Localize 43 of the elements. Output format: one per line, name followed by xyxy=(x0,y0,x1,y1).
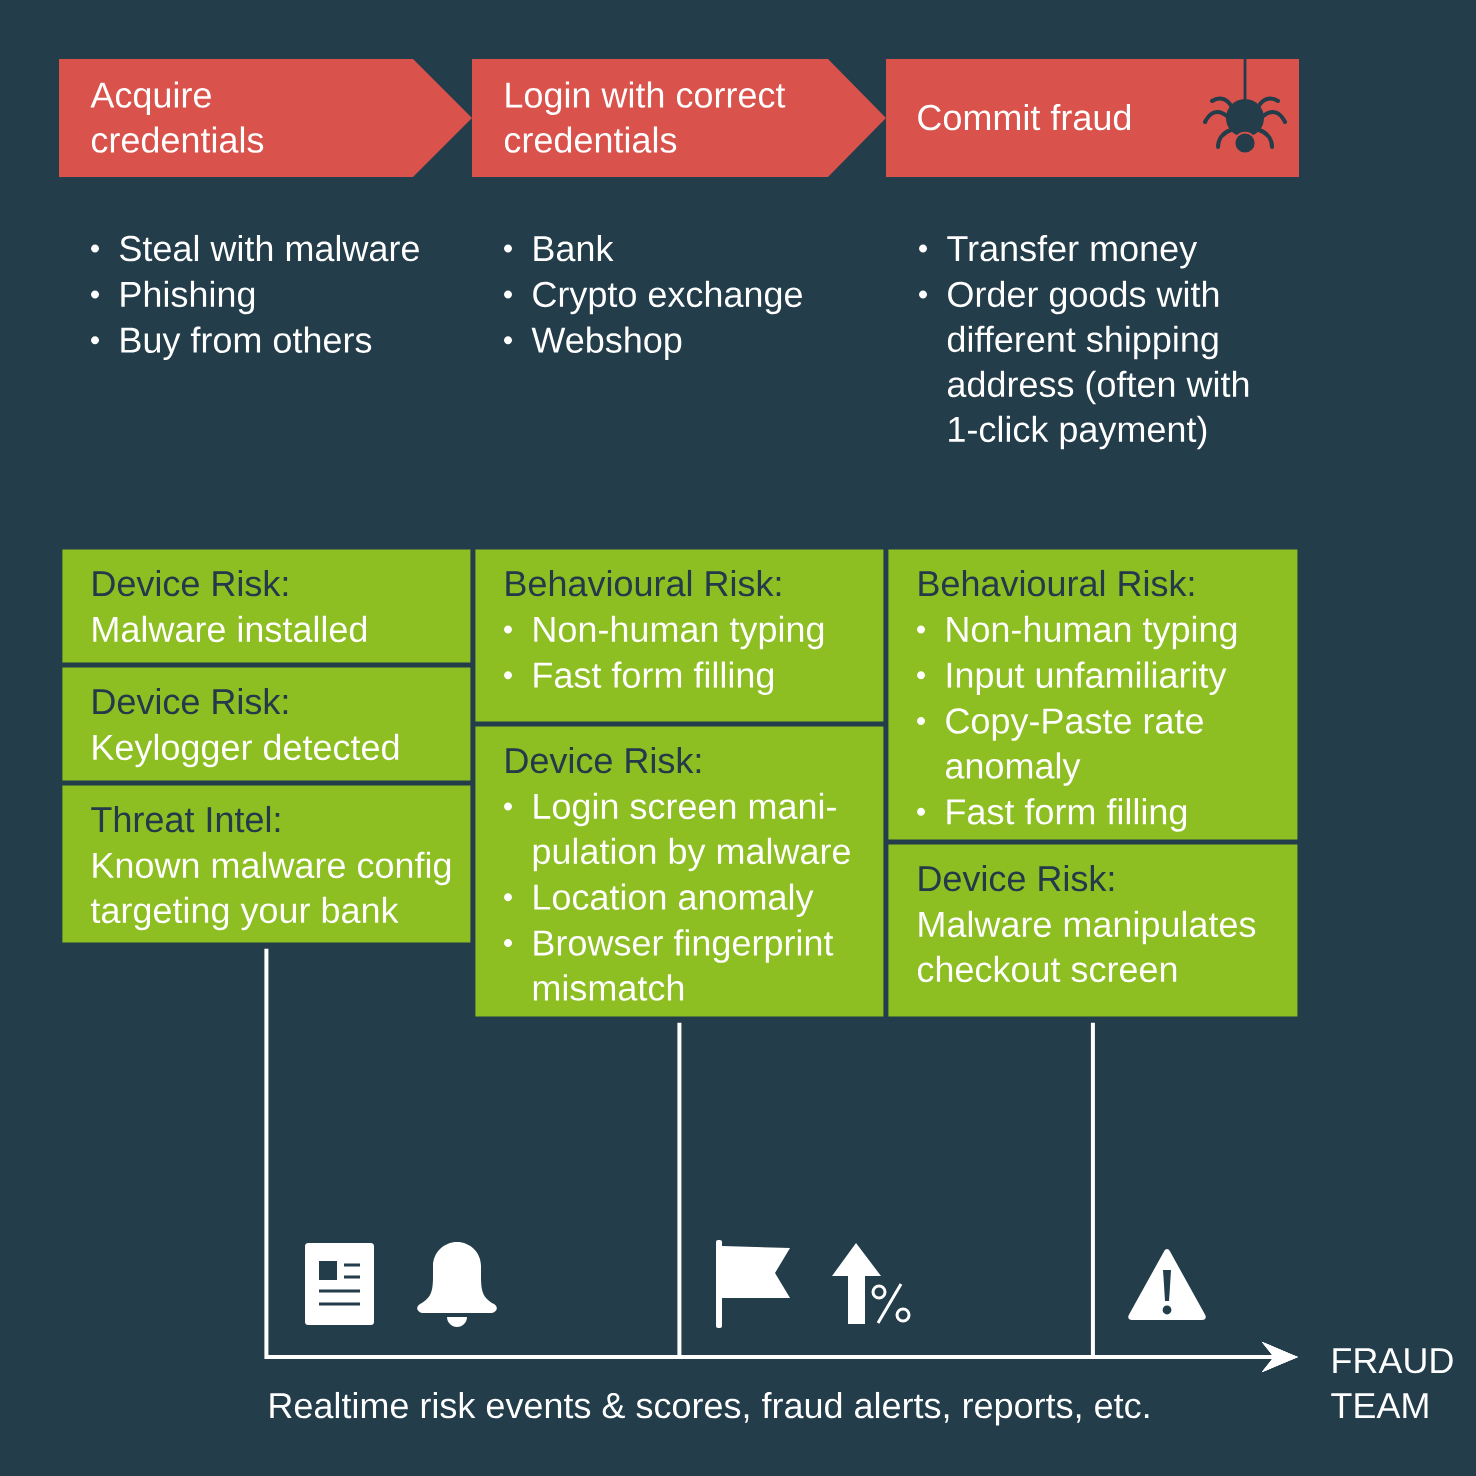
box-heading: Behavioural Risk: xyxy=(919,569,1194,597)
list-item: Phishing xyxy=(121,280,255,315)
list-item: Non-human typing xyxy=(947,615,1237,650)
step-title: Commit fraud xyxy=(918,103,1131,131)
list-item: Copy-Paste rate anomaly xyxy=(945,708,1203,786)
list-item: Buy from others xyxy=(121,326,372,361)
list-item: Steal with malware xyxy=(120,234,419,262)
box-heading: Device Risk: xyxy=(919,864,1114,892)
risk-box xyxy=(888,549,1298,840)
flow-label: Realtime risk events & scores, fraud alerts, reports, etc. xyxy=(270,1391,1149,1426)
list-item: Browser fingerprint mismatch xyxy=(533,929,834,1001)
list-item: Bank xyxy=(534,234,614,262)
box-text: Keylogger detected xyxy=(93,733,399,768)
step-title: Acquire credentials xyxy=(90,81,264,153)
list-item: Input unfamiliarity xyxy=(947,661,1227,696)
box-heading: Threat Intel: xyxy=(91,805,280,833)
box-text: Known malware config targeting your bank xyxy=(90,851,451,931)
risk-box xyxy=(888,844,1298,1017)
risk-box xyxy=(62,549,471,663)
risk-box xyxy=(62,667,471,781)
list-item: Location anomaly xyxy=(534,883,814,918)
list-item: Login screen mani- pulation by malware xyxy=(533,792,850,872)
list-item: Transfer money xyxy=(947,234,1198,269)
chevron-box xyxy=(472,59,886,177)
box-text: Malware manipulates checkout screen xyxy=(917,910,1256,983)
list-item: Fast form filling xyxy=(534,661,774,696)
risk-box xyxy=(475,726,884,1017)
list-item: Non-human typing xyxy=(534,615,824,650)
step-box xyxy=(886,59,1299,177)
box-heading: Device Risk: xyxy=(93,569,288,597)
risk-box xyxy=(475,549,884,722)
target-label: FRAUD TEAM xyxy=(1331,1348,1453,1418)
chevron-box xyxy=(59,59,472,177)
step-title: Login with correct credentials xyxy=(504,81,786,153)
box-text: Malware installed xyxy=(93,615,367,643)
box-heading: Device Risk: xyxy=(93,687,288,715)
box-heading: Behavioural Risk: xyxy=(506,569,781,597)
risk-box xyxy=(62,785,471,943)
list-item: Crypto exchange xyxy=(533,280,802,315)
list-item: Order goods with different shipping address (often with 1-click payment) xyxy=(947,280,1249,450)
box-heading: Device Risk: xyxy=(506,746,701,774)
list-item: Webshop xyxy=(531,326,682,361)
list-item: Fast form filling xyxy=(947,798,1187,832)
